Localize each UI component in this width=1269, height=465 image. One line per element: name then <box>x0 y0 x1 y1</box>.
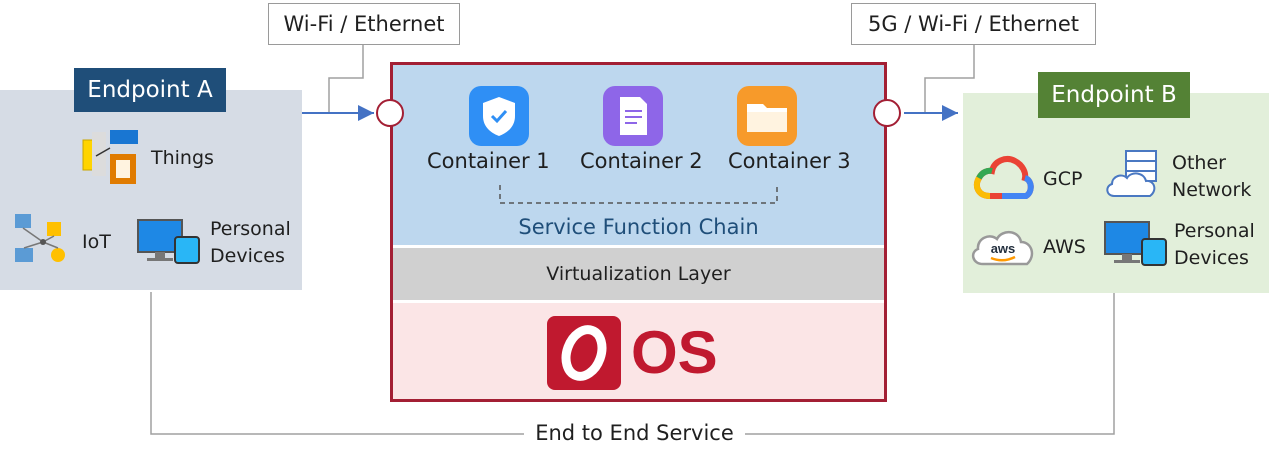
other-network-line1: Other <box>1172 152 1226 174</box>
svg-text:aws: aws <box>991 241 1016 256</box>
virtualization-layer: Virtualization Layer <box>393 248 884 300</box>
right-link-label: 5G / Wi-Fi / Ethernet <box>851 3 1096 45</box>
chain-bracket <box>499 185 778 204</box>
personal-devices-icon <box>137 219 200 264</box>
endpoint-b-title: Endpoint B <box>1038 72 1190 118</box>
service-function-chain-area: Container 1 Container 2 Container 3 Serv… <box>393 65 884 245</box>
iot-label: IoT <box>82 231 111 253</box>
left-link-label: Wi-Fi / Ethernet <box>268 3 460 45</box>
personal-devices-a-line2: Devices <box>210 245 285 267</box>
document-icon <box>603 86 663 146</box>
things-label: Things <box>151 147 214 169</box>
left-link-leader <box>328 44 364 113</box>
os-area: OS <box>393 303 884 399</box>
endpoint-a-panel <box>0 90 302 290</box>
device-ingress-node <box>376 99 404 127</box>
right-link-leader <box>924 44 975 113</box>
container-3-label: Container 3 <box>728 149 851 173</box>
end-to-end-service-label: End to End Service <box>535 421 734 445</box>
container-1-label: Container 1 <box>427 149 550 173</box>
other-network-icon <box>1106 150 1157 197</box>
gcp-icon <box>973 156 1034 199</box>
things-icon <box>82 130 138 184</box>
os-label: OS <box>631 319 718 386</box>
shield-icon <box>469 86 529 146</box>
personal-devices-icon-b <box>1104 221 1167 266</box>
endpoint-a-title: Endpoint A <box>74 68 226 112</box>
other-network-label: Other Network <box>1172 150 1251 204</box>
aws-label: AWS <box>1043 236 1086 258</box>
end-to-end-bracket-right <box>745 293 1115 435</box>
container-2-label: Container 2 <box>580 149 703 173</box>
personal-devices-label-a: Personal Devices <box>210 216 291 270</box>
folder-icon <box>737 86 797 146</box>
other-network-line2: Network <box>1172 179 1252 201</box>
personal-devices-b-line1: Personal <box>1174 220 1255 242</box>
gcp-label: GCP <box>1043 168 1083 190</box>
personal-devices-a-line1: Personal <box>210 218 291 240</box>
device-egress-node <box>873 99 901 127</box>
personal-devices-label-b: Personal Devices <box>1174 218 1255 272</box>
end-to-end-bracket <box>150 292 524 435</box>
iot-icon <box>15 214 65 262</box>
os-logo-icon <box>547 316 621 390</box>
service-function-chain-label: Service Function Chain <box>518 215 759 239</box>
edge-device: Container 1 Container 2 Container 3 Serv… <box>390 62 887 402</box>
personal-devices-b-line2: Devices <box>1174 247 1249 269</box>
aws-icon: aws <box>971 231 1034 266</box>
